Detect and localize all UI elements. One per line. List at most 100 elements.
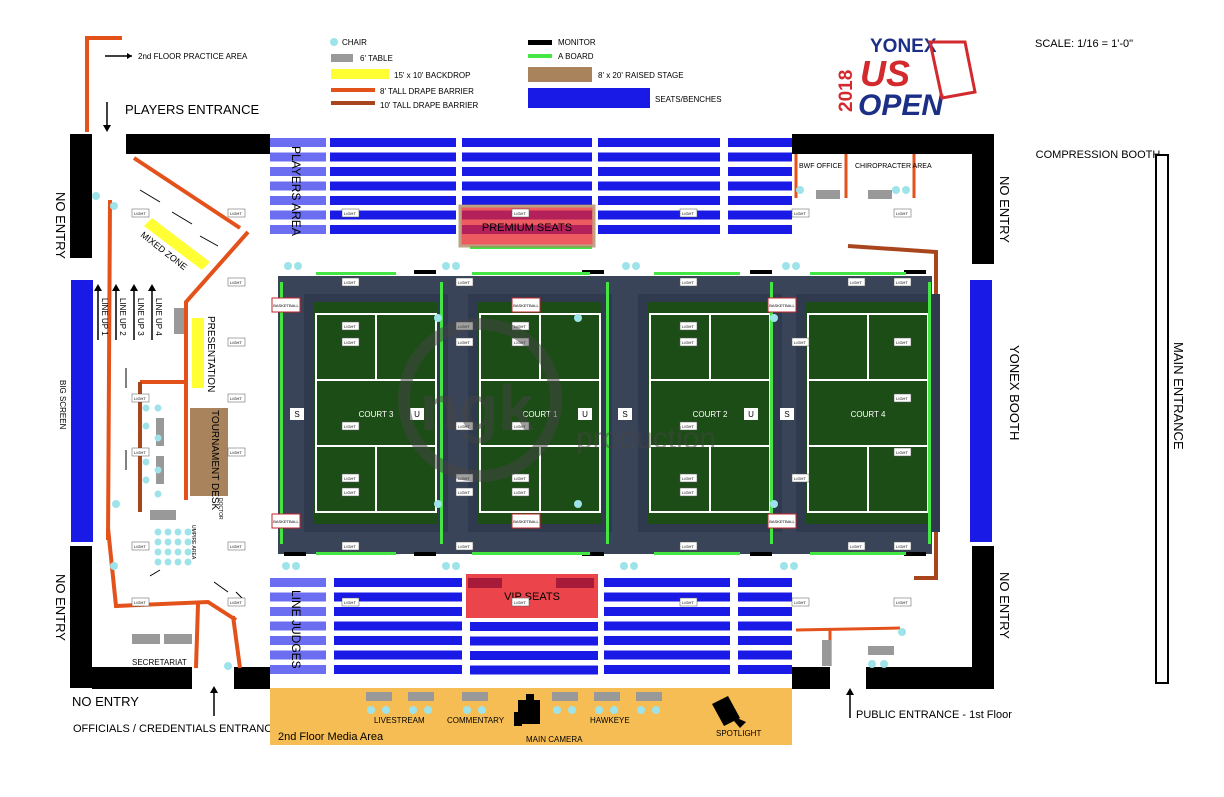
light-label: LIGHT <box>134 600 146 605</box>
watermark-ngk: ngk <box>420 372 534 444</box>
light-label: LIGHT <box>458 490 470 495</box>
drape-secretariat <box>194 603 200 669</box>
umpire-chair <box>164 528 172 536</box>
light-fixture <box>679 473 698 483</box>
top-bench <box>462 181 592 191</box>
hawkeye-label: HAWKEYE <box>590 716 630 725</box>
monitor <box>750 270 772 274</box>
players-area-bench <box>270 225 326 234</box>
basketball-hoop <box>271 513 301 529</box>
wall-top-left <box>126 134 270 154</box>
light-fixture <box>679 337 698 347</box>
light-fixture <box>341 277 360 287</box>
light-label: LIGHT <box>896 450 908 455</box>
chiro-table <box>868 190 892 199</box>
drape-officials <box>231 615 242 669</box>
chair <box>452 562 460 570</box>
chair <box>110 202 118 210</box>
basketball-hoop <box>767 297 797 313</box>
light-fixture <box>227 337 246 347</box>
line-up-label: LINE UP 4 <box>154 298 163 336</box>
venue-walls <box>70 134 994 689</box>
drape-diagonal-1 <box>132 156 242 230</box>
light-fixture <box>341 337 360 347</box>
desk-chair <box>154 404 162 412</box>
light-fixture <box>341 597 360 607</box>
vip-bench <box>470 651 598 660</box>
monitor <box>582 552 604 556</box>
light-label: LIGHT <box>230 396 242 401</box>
light-label: LIGHT <box>896 280 908 285</box>
umpire-chair <box>154 538 162 546</box>
chair <box>880 660 888 668</box>
light-label: LIGHT <box>514 324 526 329</box>
media-chair <box>595 706 603 714</box>
umpire-chair-label: U <box>582 410 588 419</box>
media-table <box>408 692 434 701</box>
light-fixture <box>131 541 150 551</box>
light-label: LIGHT <box>794 476 806 481</box>
light-label: LIGHT <box>344 340 356 345</box>
umpire-chair <box>184 538 192 546</box>
umpire-chair <box>174 548 182 556</box>
light-label: LIGHT <box>230 340 242 345</box>
media-stations <box>366 692 662 714</box>
light-label: LIGHT <box>134 211 146 216</box>
light-label: LIGHT <box>344 424 356 429</box>
top-bench <box>728 196 792 205</box>
chair <box>574 314 582 322</box>
basketball-hoop <box>511 297 541 313</box>
media-table <box>462 692 488 701</box>
line-judges-bench <box>270 650 326 660</box>
practice-arrowhead-icon <box>127 53 132 59</box>
umpire-chair-box <box>290 408 304 420</box>
bottom-bench <box>334 650 462 660</box>
media-table <box>636 692 662 701</box>
line-judges-bench <box>270 578 326 587</box>
media-chair <box>652 706 660 714</box>
bottom-bench <box>334 621 462 631</box>
a-board-vertical <box>928 282 931 544</box>
light-fixture <box>341 208 360 218</box>
legend-monitor-label: MONITOR <box>558 38 596 47</box>
bottom-bench <box>604 607 730 616</box>
media-chair <box>382 706 390 714</box>
premium-seats-label: PREMIUM SEATS <box>482 222 572 234</box>
chair <box>782 262 790 270</box>
legend-drape10-label: 10' TALL DRAPE BARRIER <box>380 101 479 110</box>
light-fixture <box>893 208 912 218</box>
light-fixture <box>511 597 530 607</box>
light-label: LIGHT <box>514 211 526 216</box>
line-up-arrowhead-icon <box>148 284 156 291</box>
light-fixture <box>455 337 474 347</box>
players-area-bench <box>270 152 326 162</box>
monitor <box>904 552 926 556</box>
top-bench <box>598 225 720 234</box>
media-chair <box>637 706 645 714</box>
light-label: LIGHT <box>514 476 526 481</box>
light-fixture <box>511 473 530 483</box>
secretariat-label: SECRETARIAT <box>132 658 187 667</box>
media-chair <box>610 706 618 714</box>
chair <box>630 562 638 570</box>
light-label: LIGHT <box>344 544 356 549</box>
top-bench <box>462 196 592 205</box>
light-fixture <box>227 208 246 218</box>
monitor <box>750 552 772 556</box>
media-table <box>594 692 620 701</box>
line-up-label: LINE UP 3 <box>136 298 145 336</box>
chair <box>770 500 778 508</box>
top-bench <box>330 138 456 147</box>
light-fixture <box>679 208 698 218</box>
light-fixture <box>511 208 530 218</box>
chiro-label: CHIROPRACTER AREA <box>855 163 932 170</box>
media-chair <box>478 706 486 714</box>
line-judges-bench <box>270 621 326 631</box>
legend: CHAIR 6' TABLE 15' x 10' BACKDROP 8' TAL… <box>330 38 722 110</box>
top-bench <box>598 167 720 176</box>
umpire-chair-box <box>780 408 794 420</box>
line-judges-bench <box>270 592 326 602</box>
light-fixture <box>511 421 530 431</box>
top-bench <box>330 196 456 205</box>
